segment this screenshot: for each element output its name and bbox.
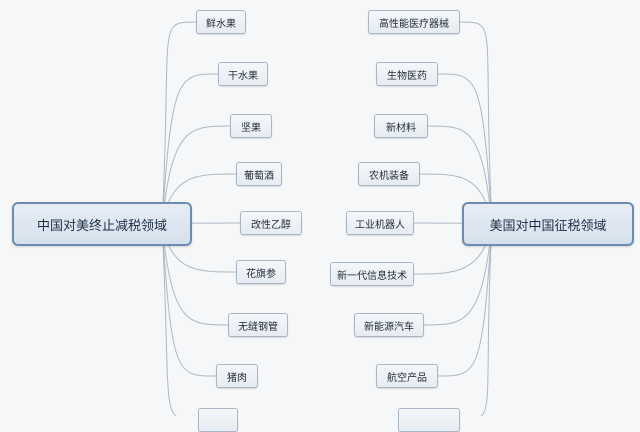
- right-connector-9: [459, 21, 493, 225]
- right-node-industrial-robots: 工业机器人: [346, 211, 414, 235]
- left-connector-6: [161, 223, 229, 326]
- mind-map-canvas: 中国对美终止减税领域 美国对中国征税领域 鲜水果 干水果 坚果 葡萄酒 改性乙醇…: [12, 10, 634, 432]
- hub-china-tariff-relief: 中国对美终止减税领域: [12, 202, 192, 246]
- node-label: 花旗参: [246, 268, 276, 280]
- right-connector-17: [480, 223, 493, 416]
- left-connector-0: [161, 21, 197, 225]
- right-node-new-it: 新一代信息技术: [330, 262, 414, 286]
- right-connector-16: [437, 223, 493, 377]
- node-label: 高性能医疗器械: [379, 18, 449, 30]
- left-node-ginseng: 花旗参: [236, 260, 286, 284]
- node-label: 新材料: [386, 122, 416, 134]
- left-node-modified-ethanol: 改性乙醇: [240, 211, 302, 235]
- right-node-new-materials: 新材料: [374, 114, 428, 138]
- node-label: 猪肉: [227, 372, 247, 384]
- node-label: 航空产品: [387, 372, 427, 384]
- node-label: 鲜水果: [206, 18, 236, 30]
- hub-label: 美国对中国征税领域: [489, 218, 607, 234]
- left-node-nuts: 坚果: [230, 114, 272, 138]
- left-node-fresh-fruit: 鲜水果: [196, 10, 246, 34]
- left-connector-8: [161, 223, 177, 416]
- right-node-partial: [398, 408, 460, 432]
- node-label: 改性乙醇: [251, 219, 291, 231]
- right-connector-10: [437, 73, 493, 225]
- left-node-seamless-steel-pipe: 无缝钢管: [228, 313, 288, 337]
- node-label: 干水果: [228, 70, 258, 82]
- node-label: 坚果: [241, 122, 261, 134]
- left-node-partial: [198, 408, 238, 432]
- node-label: 农机装备: [369, 170, 409, 182]
- node-label: 工业机器人: [355, 219, 405, 231]
- node-label: 葡萄酒: [244, 170, 274, 182]
- node-label: 新能源汽车: [364, 321, 414, 333]
- right-node-aviation-products: 航空产品: [376, 364, 438, 388]
- node-label: 无缝钢管: [238, 321, 278, 333]
- right-node-medical-devices: 高性能医疗器械: [368, 10, 460, 34]
- left-connector-7: [161, 223, 217, 377]
- left-node-pork: 猪肉: [216, 364, 258, 388]
- left-node-wine: 葡萄酒: [236, 162, 282, 186]
- right-connector-15: [423, 223, 493, 326]
- node-label: 新一代信息技术: [337, 270, 407, 282]
- left-connector-2: [161, 125, 231, 225]
- hub-label: 中国对美终止减税领域: [36, 218, 167, 234]
- right-node-biomedicine: 生物医药: [376, 62, 438, 86]
- left-connector-1: [161, 73, 219, 225]
- hub-us-tariff-targets: 美国对中国征税领域: [462, 202, 634, 246]
- node-label: 生物医药: [387, 70, 427, 82]
- left-node-dried-fruit: 干水果: [218, 62, 268, 86]
- right-node-agri-machinery: 农机装备: [358, 162, 420, 186]
- right-connector-11: [427, 125, 493, 225]
- right-node-new-energy-vehicles: 新能源汽车: [354, 313, 424, 337]
